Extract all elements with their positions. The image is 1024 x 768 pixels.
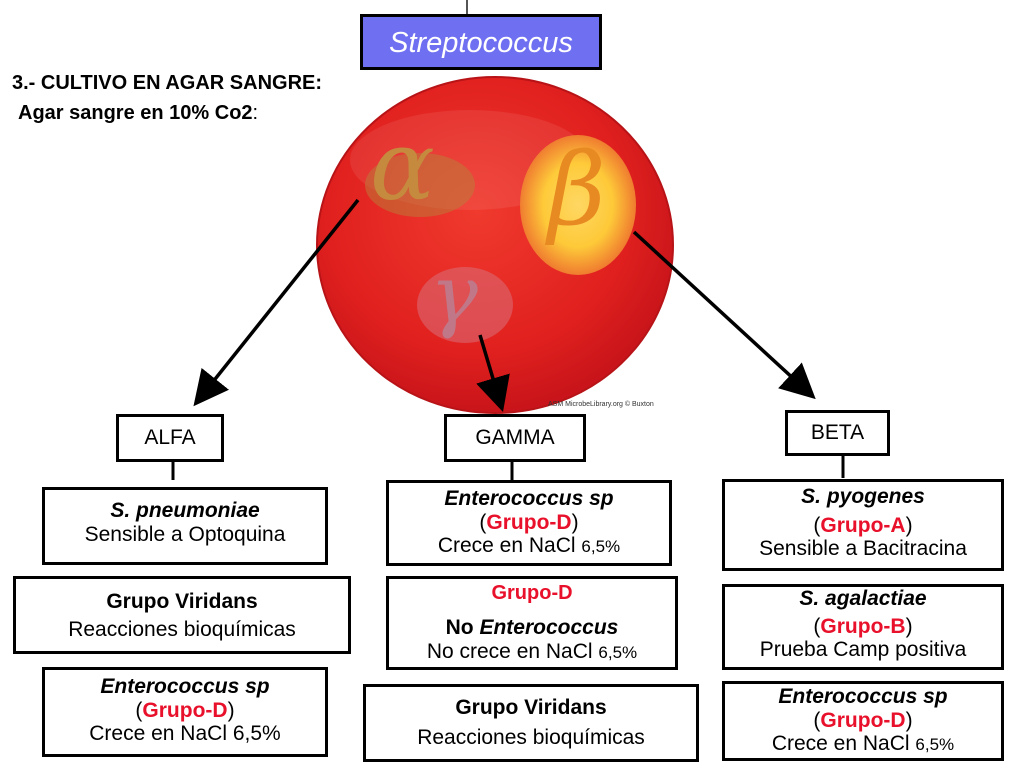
category-beta: BETA [785,410,890,456]
alfa-box3-group-line: (Grupo-D) [135,698,235,722]
gamma-box2-desc: No crece en NaCl 6,5% [389,640,675,664]
gamma-box2-no: No [445,616,474,640]
gamma-box1-name: Enterococcus sp [444,487,614,510]
arrow-to-alfa [193,198,360,407]
category-gamma: GAMMA [444,414,586,462]
heading-line2: Agar sangre en 10% Co2: [18,102,258,125]
alfa-box2-name: Grupo Viridans [106,590,258,613]
alfa-box2-desc: Reacciones bioquímicas [68,617,296,641]
gamma-box1-group: Grupo-D [486,510,572,534]
beta-box3-desc-main: Crece en NaCl [771,732,910,756]
arrow-to-beta [632,230,816,400]
gamma-box1-desc-pct: 6,5% [581,537,621,557]
alfa-box1-name: S. pneumoniae [110,499,260,522]
heading-line2-main: Agar sangre en 10% Co2 [18,102,253,124]
title-streptococcus: Streptococcus [360,14,602,70]
beta-box1-group-line: (Grupo-A) [813,513,913,537]
gamma-box2-desc-pct: 6,5% [598,642,638,662]
beta-box3-desc: Crece en NaCl 6,5% [725,732,1001,756]
image-credit: ASM MicrobeLibrary.org © Buxton [548,401,654,408]
beta-box-pyogenes: S. pyogenes (Grupo-A) Sensible a Bacitra… [722,479,1004,571]
gamma-box2-desc-main: No crece en NaCl [426,639,593,663]
category-alfa: ALFA [116,414,224,462]
gamma-box-enterococcus: Enterococcus sp (Grupo-D) Crece en NaCl … [386,480,672,566]
gamma-box2-group: Grupo-D [491,582,573,604]
heading-line2-colon: : [252,102,259,124]
beta-box1-name: S. pyogenes [801,485,925,508]
beta-box2-group-line: (Grupo-B) [813,614,913,638]
beta-box3-name: Enterococcus sp [778,685,948,708]
alfa-box-enterococcus: Enterococcus sp (Grupo-D) Crece en NaCl … [42,667,328,757]
beta-box1-desc: Sensible a Bacitracina [759,537,967,561]
agar-plate-image [316,76,674,414]
gamma-box2-name-line: No Enterococcus [389,616,675,640]
alfa-box-viridans: Grupo Viridans Reacciones bioquímicas [13,576,351,654]
beta-box2-desc: Prueba Camp positiva [759,638,967,662]
alfa-box1-desc: Sensible a Optoquina [84,522,286,546]
gamma-letter: γ [430,248,478,341]
beta-box1-group: Grupo-A [820,513,906,537]
alfa-box3-desc-pct: 6,5% [232,722,281,746]
alfa-box3-name: Enterococcus sp [100,675,270,698]
alfa-box3-desc-main: Crece en NaCl [89,722,227,746]
gamma-box2-name: Enterococcus [479,616,619,640]
beta-box-agalactiae: S. agalactiae (Grupo-B) Prueba Camp posi… [722,584,1004,670]
beta-box3-group-line: (Grupo-D) [813,708,913,732]
gamma-box3-name: Grupo Viridans [455,696,607,719]
beta-box-enterococcus: Enterococcus sp (Grupo-D) Crece en NaCl … [722,681,1004,761]
gamma-box1-desc: Crece en NaCl 6,5% [389,534,669,558]
gamma-box-viridans: Grupo Viridans Reacciones bioquímicas [363,684,699,762]
gamma-box1-desc-main: Crece en NaCl [437,534,576,558]
heading-line1: 3.- CULTIVO EN AGAR SANGRE: [12,72,323,94]
beta-letter: β [548,131,606,248]
beta-box2-group: Grupo-B [820,614,906,638]
beta-box3-desc-pct: 6,5% [915,735,955,755]
gamma-box1-group-line: (Grupo-D) [479,510,579,534]
beta-box2-name: S. agalactiae [799,587,927,610]
arrow-to-gamma [476,334,510,413]
gamma-box-no-enterococcus: Grupo-D No Enterococcus No crece en NaCl… [386,576,678,670]
alfa-box3-group: Grupo-D [142,698,228,722]
alfa-box3-desc: Crece en NaCl 6,5% [45,722,325,746]
alfa-box-pneumoniae: S. pneumoniae Sensible a Optoquina [42,487,328,565]
alpha-letter: α [370,110,435,222]
gamma-box3-desc: Reacciones bioquímicas [417,725,645,749]
beta-box3-group: Grupo-D [820,708,906,732]
